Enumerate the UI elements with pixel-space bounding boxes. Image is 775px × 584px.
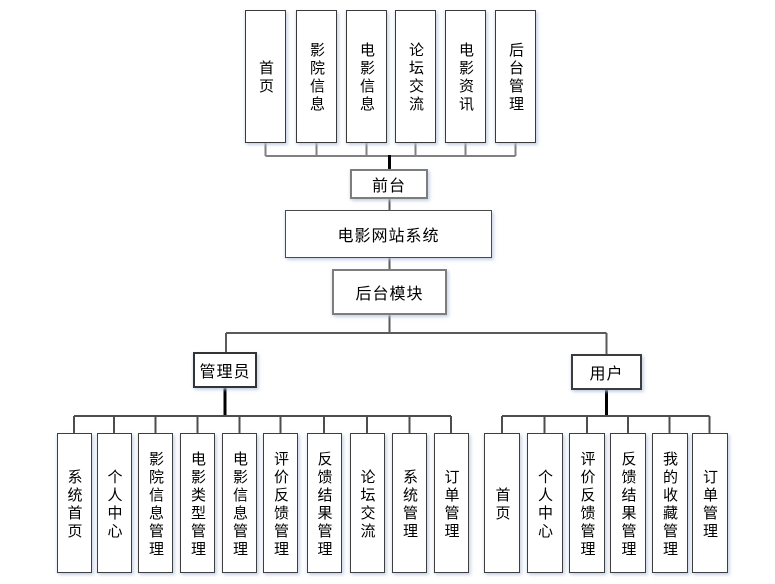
node-label: 影院信息管理 [147,450,165,559]
node-movie-website-system-root: 电影网站系统 [285,210,492,258]
node-user: 用户 [571,354,642,390]
node-label: 个人中心 [105,468,124,541]
node-label: 反馈结果管理 [619,450,638,559]
node-label: 电影信息管理 [231,450,249,559]
node-label: 评价反馈管理 [272,450,290,559]
node-label: 反馈结果管理 [315,450,334,559]
node-label: 我的收藏管理 [661,450,679,559]
node-label: 系统管理 [401,468,419,541]
node-label: 首页 [257,60,275,96]
node-admin-personal-center: 个人中心 [96,433,132,573]
node-front-office: 前台 [350,169,428,199]
node-user-feedback-result-mgmt: 反馈结果管理 [610,433,646,573]
node-label: 电影类型管理 [189,450,207,559]
node-admin-movie-info-mgmt: 电影信息管理 [222,433,257,573]
node-admin-system-home: 系统首页 [56,433,92,573]
node-label: 订单管理 [701,468,719,541]
node-front-movie-info: 电影信息 [346,10,387,143]
node-administrator: 管理员 [193,352,257,388]
node-admin-system-mgmt: 系统管理 [392,433,427,573]
node-label: 论坛交流 [407,42,425,114]
node-user-order-mgmt: 订单管理 [691,433,728,573]
node-admin-forum-exchange: 论坛交流 [349,433,385,573]
node-label: 论坛交流 [358,468,377,541]
node-admin-feedback-result-mgmt: 反馈结果管理 [306,433,342,573]
node-admin-cinema-info-mgmt: 影院信息管理 [138,433,173,573]
node-admin-order-mgmt: 订单管理 [433,433,469,573]
node-back-office-module: 后台模块 [332,269,447,315]
node-admin-review-feedback-mgmt: 评价反馈管理 [263,433,298,573]
node-label: 评价反馈管理 [578,450,597,559]
node-user-personal-center: 个人中心 [526,433,563,573]
node-front-forum-exchange: 论坛交流 [395,10,436,143]
node-label: 首页 [493,486,512,523]
node-user-review-feedback-mgmt: 评价反馈管理 [569,433,605,573]
node-label: 电影信息 [358,42,376,114]
node-label: 电影资讯 [457,42,475,114]
node-admin-movie-type-mgmt: 电影类型管理 [180,433,215,573]
node-label: 影院信息 [308,42,326,114]
node-label: 后台管理 [507,42,525,114]
node-front-cinema-info: 影院信息 [296,10,337,143]
node-user-home: 首页 [484,433,520,573]
node-front-backend-admin: 后台管理 [495,10,536,143]
node-label: 订单管理 [442,468,461,541]
node-label: 个人中心 [536,468,554,541]
node-front-movie-news: 电影资讯 [445,10,486,143]
node-front-home: 首页 [245,10,286,143]
node-user-my-favorites-mgmt: 我的收藏管理 [651,433,688,573]
node-label: 系统首页 [65,468,84,541]
